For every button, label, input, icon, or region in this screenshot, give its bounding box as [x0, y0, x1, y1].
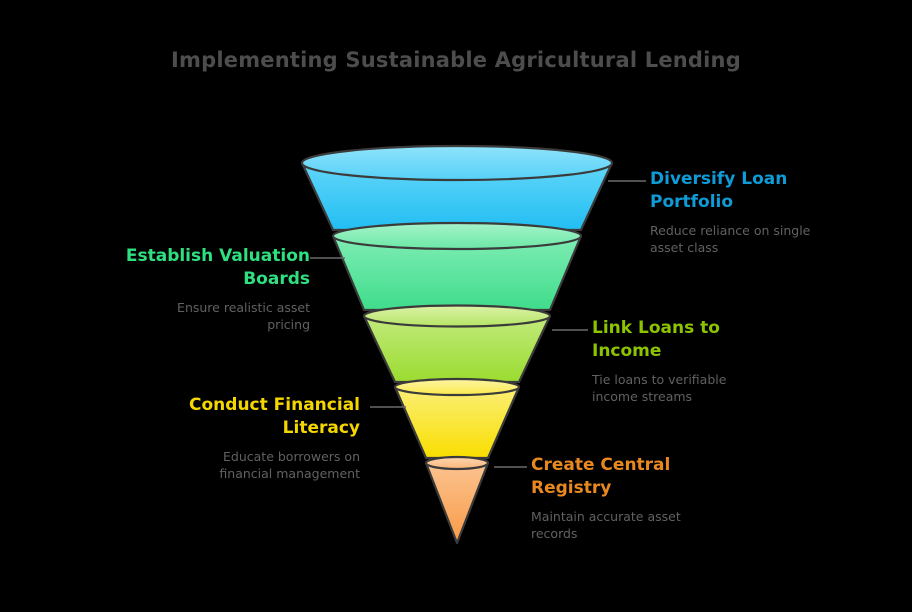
funnel-label-stage-5-title: Create Central Registry [531, 455, 671, 498]
funnel-stage-1[interactable] [300, 144, 614, 232]
funnel-label-stage-4[interactable]: Conduct Financial Literacy Educate borro… [110, 394, 360, 483]
funnel-stage-5[interactable] [424, 455, 490, 545]
funnel-label-stage-3[interactable]: Link Loans to Income Tie loans to verifi… [592, 317, 842, 406]
funnel-label-stage-2-title: Establish Valuation Boards [125, 246, 310, 289]
funnel-stage-4[interactable] [393, 377, 521, 460]
funnel-stage-5-rim [424, 455, 490, 471]
funnel-stage-4-body [393, 385, 521, 460]
funnel-stage-4-rim [393, 377, 521, 397]
funnel-label-stage-4-title: Conduct Financial Literacy [189, 395, 360, 438]
funnel-stage-3[interactable] [362, 304, 552, 384]
funnel-stage-1-rim [300, 144, 614, 182]
funnel-stage-2-rim [331, 221, 583, 251]
funnel-label-stage-2-description: Ensure realistic asset pricing [177, 300, 310, 333]
funnel-label-stage-5[interactable]: Create Central Registry Maintain accurat… [531, 454, 781, 543]
funnel-label-stage-1[interactable]: Diversify Loan Portfolio Reduce reliance… [650, 168, 900, 257]
funnel-label-stage-5-description: Maintain accurate asset records [531, 509, 681, 542]
funnel-label-stage-2[interactable]: Establish Valuation Boards Ensure realis… [60, 245, 310, 334]
funnel-label-stage-1-title: Diversify Loan Portfolio [650, 169, 788, 212]
funnel-label-stage-3-title: Link Loans to Income [592, 318, 720, 361]
funnel-stage-2[interactable] [331, 221, 583, 312]
funnel-label-stage-4-description: Educate borrowers on financial managemen… [219, 449, 360, 482]
page-title: Implementing Sustainable Agricultural Le… [171, 48, 741, 72]
funnel-stage-5-body [424, 461, 490, 545]
funnel-label-stage-3-description: Tie loans to verifiable income streams [592, 372, 727, 405]
funnel-stage-3-rim [362, 304, 552, 328]
funnel-label-stage-1-description: Reduce reliance on single asset class [650, 223, 811, 256]
